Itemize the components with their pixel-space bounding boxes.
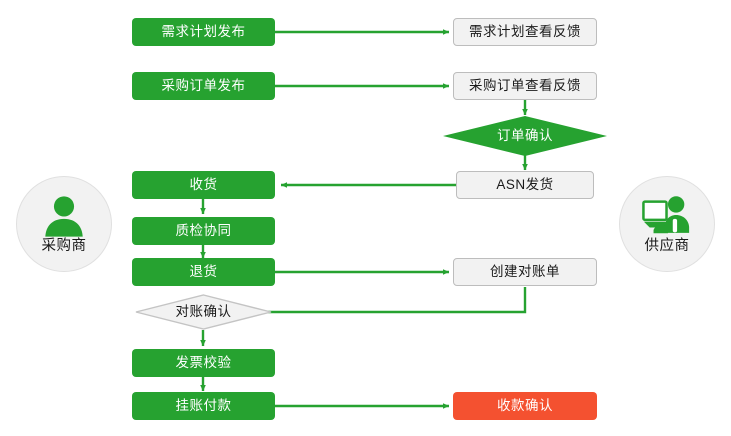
node-quality-collab-label: 质检协同 [175, 223, 232, 239]
node-order-confirm-label: 订单确认 [497, 128, 553, 144]
node-asn-ship[interactable]: ASN发货 [456, 171, 594, 199]
actor-supplier-label: 供应商 [644, 238, 690, 255]
actor-supplier[interactable]: 供应商 [619, 176, 715, 272]
node-reconcile-confirm-label: 对账确认 [175, 304, 232, 320]
node-po-publish-label: 采购订单发布 [161, 78, 246, 94]
order-confirm-diamond-shape [443, 116, 607, 156]
node-invoice-check-label: 发票校验 [175, 355, 232, 371]
node-quality-collab[interactable]: 质检协同 [132, 217, 275, 245]
node-order-confirm[interactable]: 订单确认 [443, 116, 607, 156]
node-po-feedback-label: 采购订单查看反馈 [469, 78, 581, 94]
node-create-statement[interactable]: 创建对账单 [453, 258, 597, 286]
edge-create-statement-to-reconcile [242, 287, 527, 315]
node-return-goods[interactable]: 退货 [132, 258, 275, 286]
actor-buyer-label: 采购商 [41, 238, 87, 255]
node-receipt-confirm-label: 收款确认 [497, 398, 553, 414]
person-icon [45, 196, 83, 237]
node-po-feedback[interactable]: 采购订单查看反馈 [453, 72, 597, 100]
node-demand-plan-publish-label: 需求计划发布 [161, 24, 246, 40]
node-receipt-confirm[interactable]: 收款确认 [453, 392, 597, 420]
node-demand-plan-feedback[interactable]: 需求计划查看反馈 [453, 18, 597, 46]
person-at-computer-icon [642, 196, 690, 234]
node-goods-receipt[interactable]: 收货 [132, 171, 275, 199]
node-create-statement-label: 创建对账单 [490, 264, 560, 280]
actor-buyer[interactable]: 采购商 [16, 176, 112, 272]
node-reconcile-confirm[interactable]: 对账确认 [135, 294, 272, 330]
node-demand-plan-feedback-label: 需求计划查看反馈 [469, 24, 581, 40]
node-asn-ship-label: ASN发货 [496, 177, 554, 193]
node-invoice-check[interactable]: 发票校验 [132, 349, 275, 377]
node-accrual-payment[interactable]: 挂账付款 [132, 392, 275, 420]
node-po-publish[interactable]: 采购订单发布 [132, 72, 275, 100]
node-accrual-payment-label: 挂账付款 [175, 398, 232, 414]
node-goods-receipt-label: 收货 [189, 177, 218, 193]
node-demand-plan-publish[interactable]: 需求计划发布 [132, 18, 275, 46]
node-return-goods-label: 退货 [189, 264, 218, 280]
